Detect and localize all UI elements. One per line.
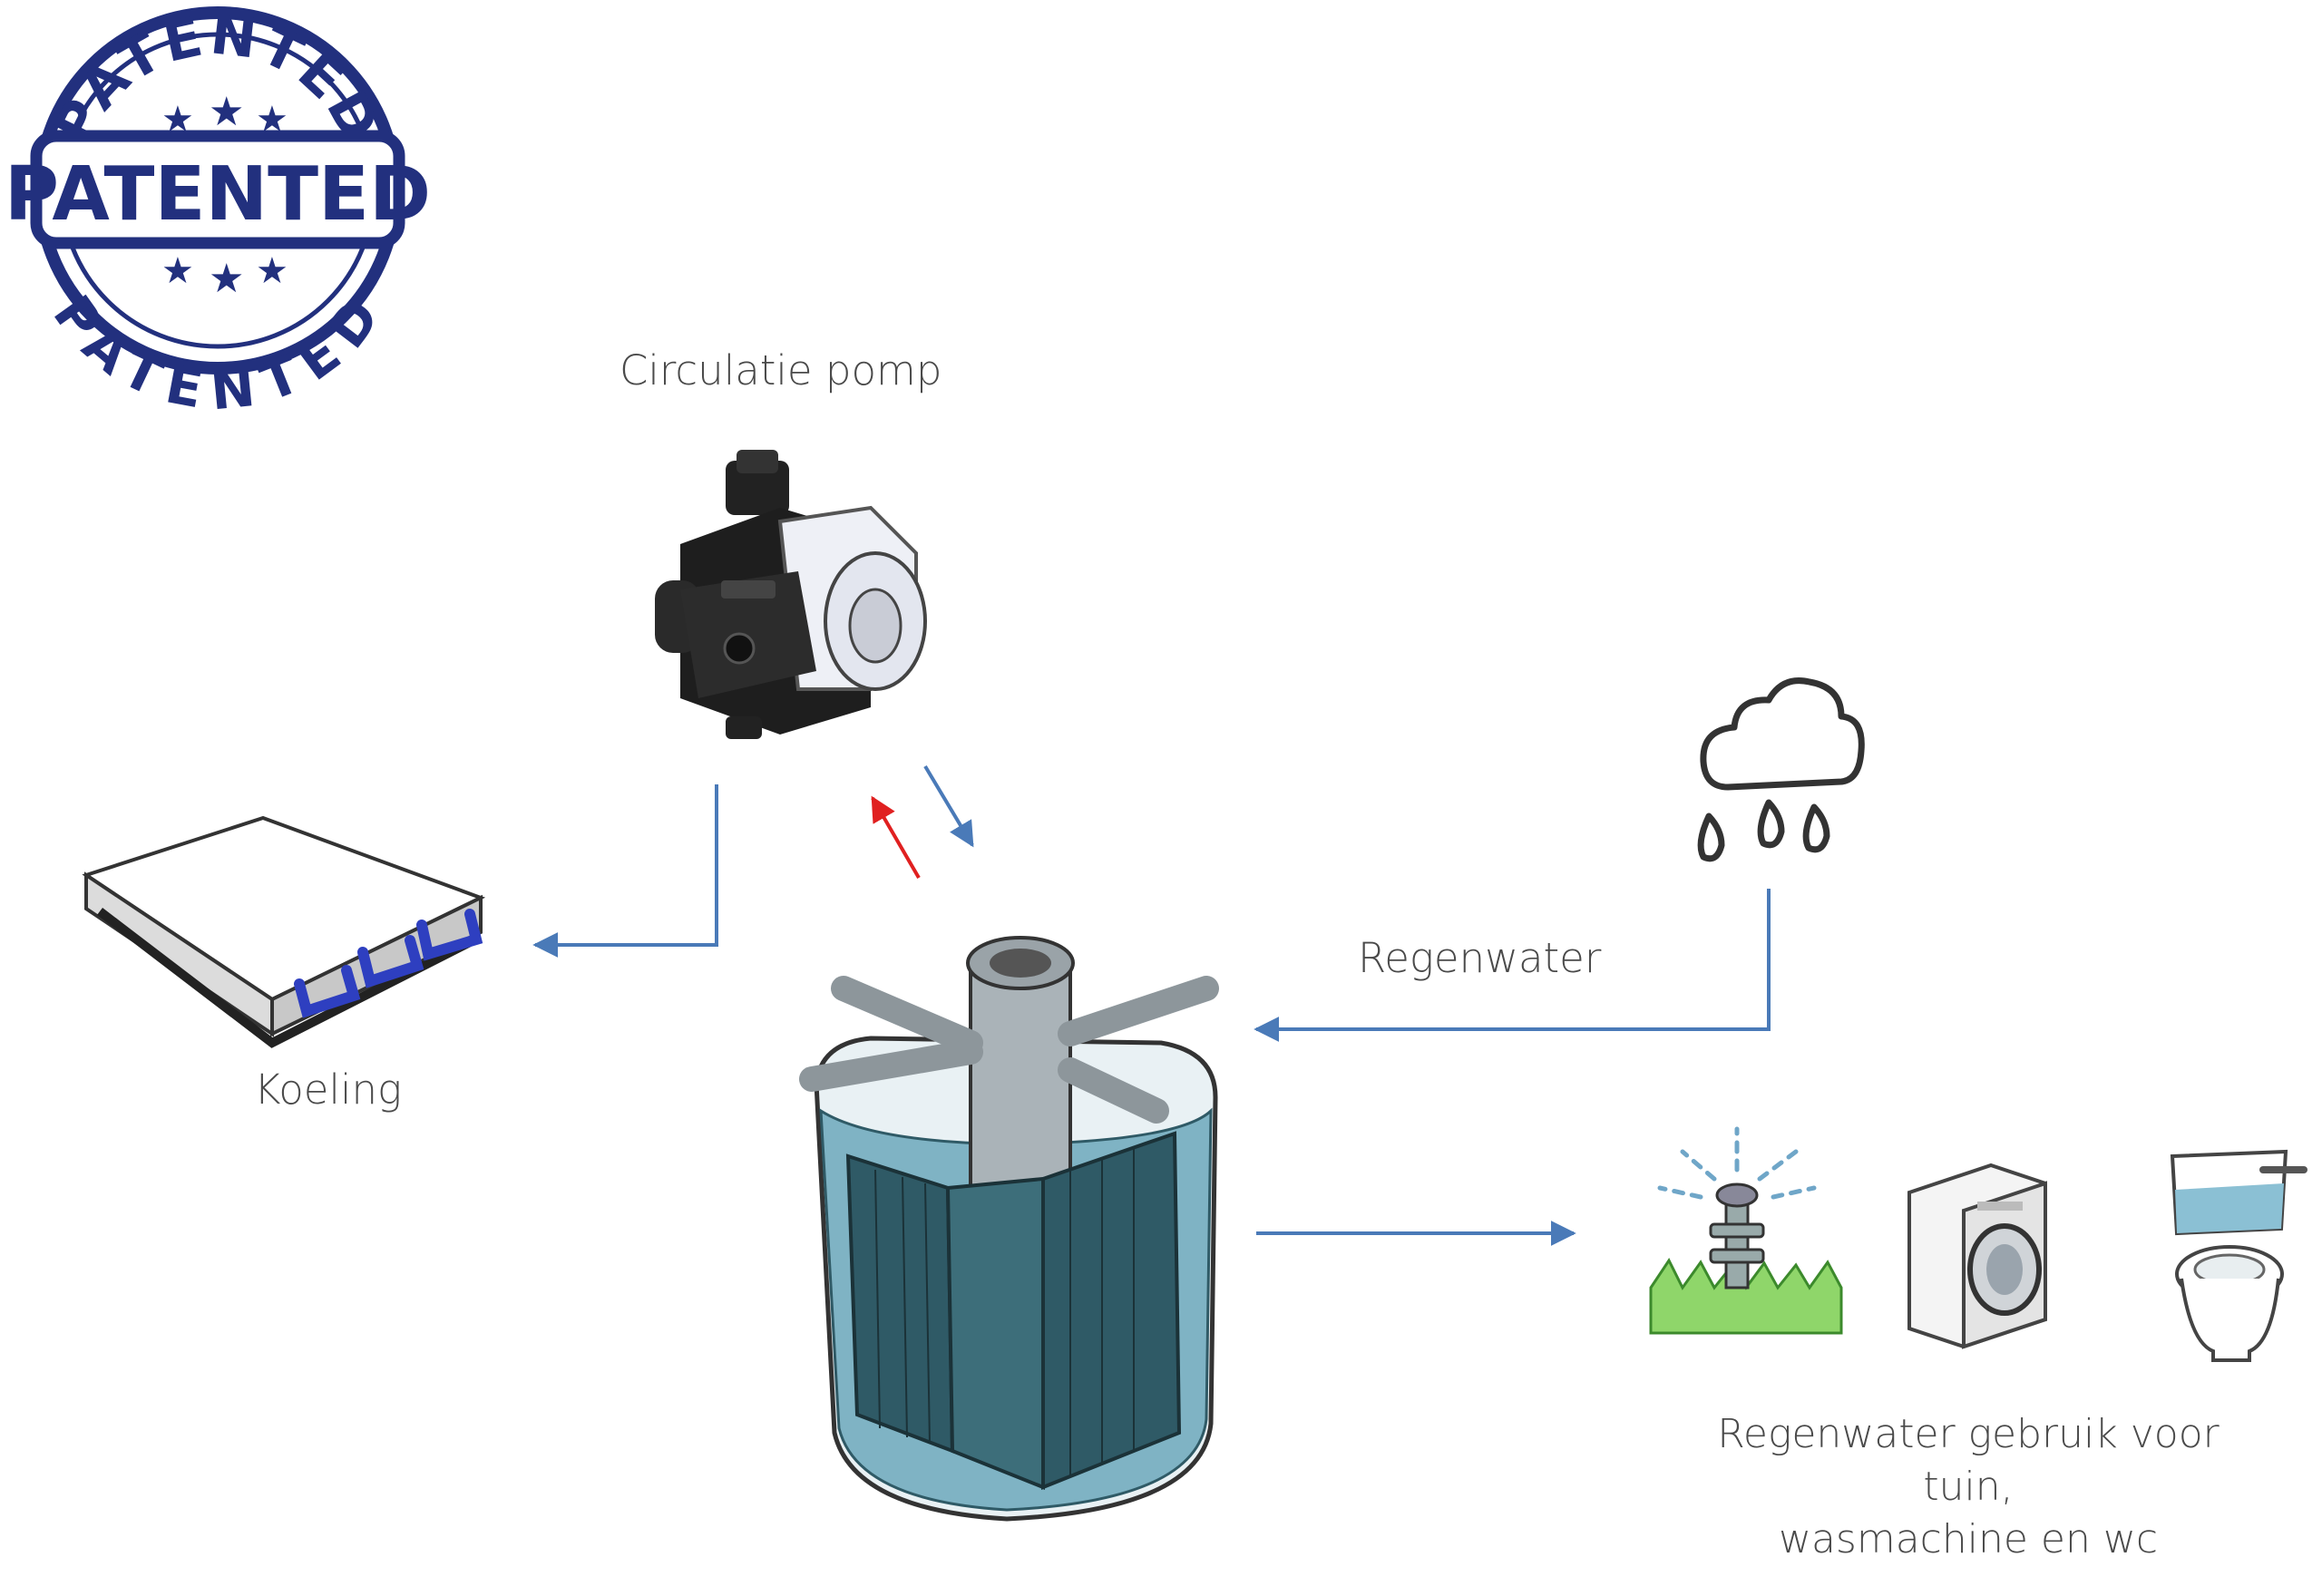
svg-text:★: ★ <box>209 89 244 135</box>
svg-text:★: ★ <box>161 99 194 141</box>
rainwater-label: Regenwater <box>1358 934 1602 982</box>
cooling-unit-icon <box>82 815 486 1048</box>
sprinkler-icon <box>1649 1126 1843 1335</box>
usage-label: Regenwater gebruik voor tuin, wasmachine… <box>1696 1408 2240 1566</box>
usage-label-line-1: Regenwater gebruik voor tuin, <box>1717 1411 2220 1510</box>
stamp-ring-bottom-text: PATENTED <box>42 285 390 423</box>
washing-machine-icon <box>1907 1163 2047 1349</box>
svg-text:★: ★ <box>256 250 288 292</box>
patented-stamp: PATENTED PATENTED PATENTED ★★★ ★★★ <box>5 3 431 422</box>
arrow-rain-to-tank <box>1254 889 1771 1042</box>
circulation-pump-icon <box>655 450 927 739</box>
toilet-icon <box>2170 1149 2307 1362</box>
flow-arrows <box>532 764 1771 1246</box>
cooling-label: Koeling <box>254 1066 403 1114</box>
stamp-band-text: PATENTED <box>5 151 431 238</box>
pump-label: Circulatie pomp <box>620 346 942 394</box>
svg-text:PATENTED: PATENTED <box>42 285 394 423</box>
rain-cloud-icon <box>1697 677 1865 862</box>
svg-text:★: ★ <box>209 256 244 302</box>
svg-text:★: ★ <box>256 99 288 141</box>
usage-label-line-2: wasmachine en wc <box>1778 1516 2159 1562</box>
arrow-pump-to-tank <box>923 764 974 848</box>
water-tank-icon <box>799 936 1219 1522</box>
arrow-tank-to-pump <box>871 795 921 880</box>
arrow-pump-to-cooling <box>532 784 718 958</box>
svg-text:★: ★ <box>161 250 194 292</box>
